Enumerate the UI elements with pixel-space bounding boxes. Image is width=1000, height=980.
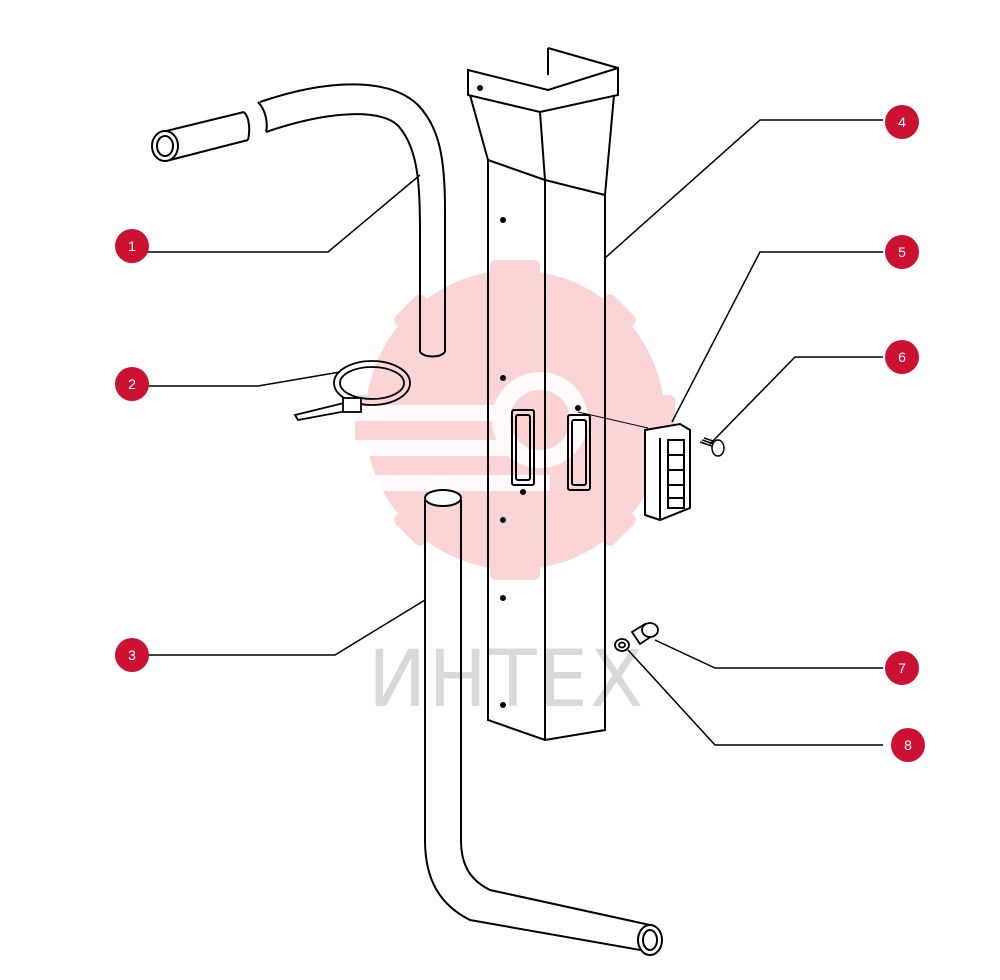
svg-text:8: 8	[904, 737, 912, 753]
small-screw	[699, 437, 725, 457]
svg-text:7: 7	[898, 660, 906, 676]
bolt	[630, 622, 659, 646]
connector-housing	[644, 422, 691, 522]
connector-alignment-line	[577, 411, 649, 429]
column	[467, 47, 619, 742]
callout-5: 5	[885, 235, 919, 269]
callout-7: 7	[885, 651, 919, 685]
callout-8: 8	[891, 728, 925, 762]
callout-2: 2	[115, 367, 149, 401]
watermark-hub	[510, 390, 570, 450]
lower-tube	[424, 489, 663, 956]
svg-text:1: 1	[128, 238, 136, 254]
svg-text:6: 6	[898, 349, 906, 365]
svg-text:2: 2	[128, 376, 136, 392]
callout-4: 4	[885, 105, 919, 139]
cable-tie	[293, 360, 411, 421]
watermark-text: ИНТЕХ	[368, 635, 645, 725]
svg-text:3: 3	[128, 647, 136, 663]
callout-1: 1	[115, 229, 149, 263]
callout-6: 6	[885, 340, 919, 374]
svg-text:4: 4	[898, 114, 906, 130]
callout-3: 3	[115, 638, 149, 672]
washer	[614, 638, 630, 652]
upper-handle-tube	[151, 83, 446, 358]
leader-lines	[143, 119, 883, 746]
svg-text:5: 5	[898, 244, 906, 260]
